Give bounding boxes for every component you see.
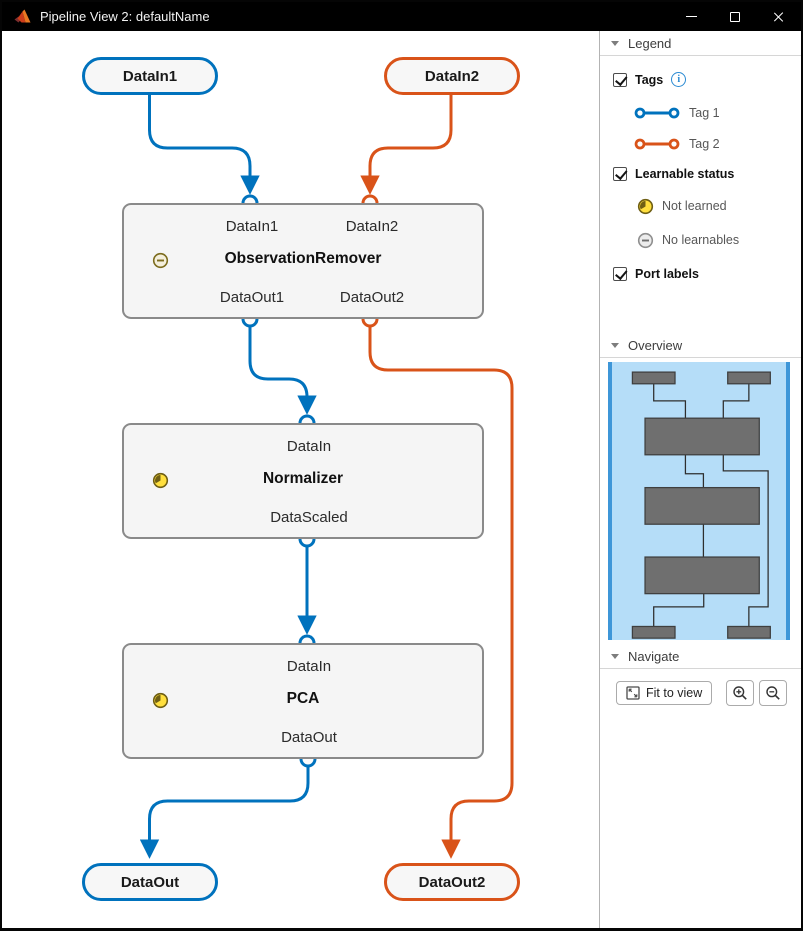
tag2-label: Tag 2: [689, 136, 720, 151]
no-learnables-row: No learnables: [613, 229, 801, 251]
no-learnables-label: No learnables: [662, 233, 740, 247]
side-panel: Legend Tags i Tag 1: [599, 31, 801, 928]
minimize-icon: [685, 16, 697, 17]
node-datain1[interactable]: DataIn1: [82, 57, 218, 95]
zoom-out-button[interactable]: [759, 680, 787, 706]
navigate-header-label: Navigate: [628, 648, 680, 664]
node-dataout-label: DataOut: [120, 873, 180, 891]
not-learned-label: Not learned: [662, 199, 727, 213]
tag1-label: Tag 1: [689, 105, 720, 120]
node-normalizer[interactable]: DataIn Normalizer DataScaled: [122, 423, 484, 539]
port-label-obs-datain2: DataIn2: [345, 218, 399, 235]
port-label-pca-datain: DataIn: [286, 658, 332, 675]
tag2-line-icon: [634, 138, 680, 149]
navigate-body: Fit to view: [600, 669, 801, 706]
node-datain2[interactable]: DataIn2: [384, 57, 520, 95]
fit-to-view-label: Fit to view: [646, 686, 703, 700]
tag1-row: Tag 1: [613, 101, 801, 124]
close-button[interactable]: [757, 2, 801, 31]
tags-row: Tags i: [613, 69, 801, 90]
node-dataout2-label: DataOut2: [418, 873, 486, 891]
no-learnables-icon: [637, 232, 654, 248]
node-dataout[interactable]: DataOut: [82, 863, 218, 901]
zoom-out-icon: [766, 686, 780, 700]
node-datain2-label: DataIn2: [424, 67, 480, 85]
not-learned-row: Not learned: [613, 195, 801, 217]
legend-header-label: Legend: [628, 35, 672, 51]
navigate-section-header[interactable]: Navigate: [600, 644, 801, 669]
fit-to-view-button[interactable]: Fit to view: [616, 681, 713, 705]
learnable-status-row: Learnable status: [613, 163, 801, 184]
legend-section-header[interactable]: Legend: [600, 31, 801, 56]
collapse-arrow-icon: [611, 342, 619, 348]
node-pca[interactable]: DataIn PCA DataOut: [122, 643, 484, 759]
port-label-obs-datain1: DataIn1: [225, 218, 279, 235]
zoom-buttons: [726, 680, 787, 706]
overview-minimap-container: [600, 358, 801, 644]
not-learned-icon: [637, 198, 654, 214]
legend-body: Tags i Tag 1: [600, 56, 801, 333]
edge-datain2-to-observationremover[interactable]: [360, 94, 453, 195]
minimize-button[interactable]: [669, 2, 713, 31]
overview-minimap[interactable]: [604, 362, 794, 640]
node-observationremover[interactable]: DataIn1 DataIn2 ObservationRemover DataO…: [122, 203, 484, 319]
titlebar[interactable]: Pipeline View 2: defaultName: [2, 2, 801, 31]
no-learnables-icon: [152, 252, 169, 269]
port-label-norm-datascaled: DataScaled: [270, 509, 348, 526]
port-labels-row: Port labels: [613, 263, 801, 284]
edge-pca-dataout-to-dataout-sink[interactable]: [139, 767, 310, 859]
info-icon[interactable]: i: [671, 72, 687, 87]
matlab-logo-icon: [14, 9, 31, 25]
node-pca-title: PCA: [286, 690, 320, 707]
pipeline-canvas[interactable]: DataIn1 DataIn2 DataIn1 DataIn2 Observat…: [2, 31, 599, 928]
collapse-arrow-icon: [611, 40, 619, 46]
window-controls: [669, 2, 801, 31]
learnable-status-checkbox[interactable]: [613, 166, 627, 181]
node-observationremover-title: ObservationRemover: [224, 250, 382, 267]
node-dataout2[interactable]: DataOut2: [384, 863, 520, 901]
learnable-status-label: Learnable status: [635, 166, 735, 181]
edge-dataout2-to-dataout2-sink[interactable]: [368, 327, 514, 859]
tags-label: Tags: [635, 72, 664, 87]
port-label-obs-dataout2: DataOut2: [339, 289, 405, 306]
edge-dataout1-to-normalizer[interactable]: [248, 327, 317, 415]
port-label-obs-dataout1: DataOut1: [219, 289, 285, 306]
maximize-button[interactable]: [713, 2, 757, 31]
node-datain1-label: DataIn1: [122, 67, 178, 85]
port-label-norm-datain: DataIn: [286, 438, 332, 455]
not-learned-icon: [152, 692, 169, 709]
tags-checkbox[interactable]: [613, 72, 627, 87]
edge-datain1-to-observationremover[interactable]: [148, 94, 260, 195]
port-labels-label: Port labels: [635, 266, 699, 281]
close-icon: [773, 11, 785, 23]
tag2-row: Tag 2: [613, 132, 801, 155]
tag1-line-icon: [634, 107, 680, 118]
port-labels-checkbox[interactable]: [613, 266, 627, 281]
minimap-diagram: [631, 371, 771, 639]
zoom-in-button[interactable]: [726, 680, 754, 706]
port-label-pca-dataout: DataOut: [281, 729, 337, 746]
overview-header-label: Overview: [628, 337, 683, 353]
node-normalizer-title: Normalizer: [262, 470, 344, 487]
maximize-icon: [730, 11, 740, 22]
window-title: Pipeline View 2: defaultName: [40, 9, 210, 24]
not-learned-icon: [152, 472, 169, 489]
zoom-in-icon: [733, 686, 747, 700]
fit-to-view-icon: [626, 686, 640, 700]
collapse-arrow-icon: [611, 653, 619, 659]
overview-section-header[interactable]: Overview: [600, 333, 801, 358]
